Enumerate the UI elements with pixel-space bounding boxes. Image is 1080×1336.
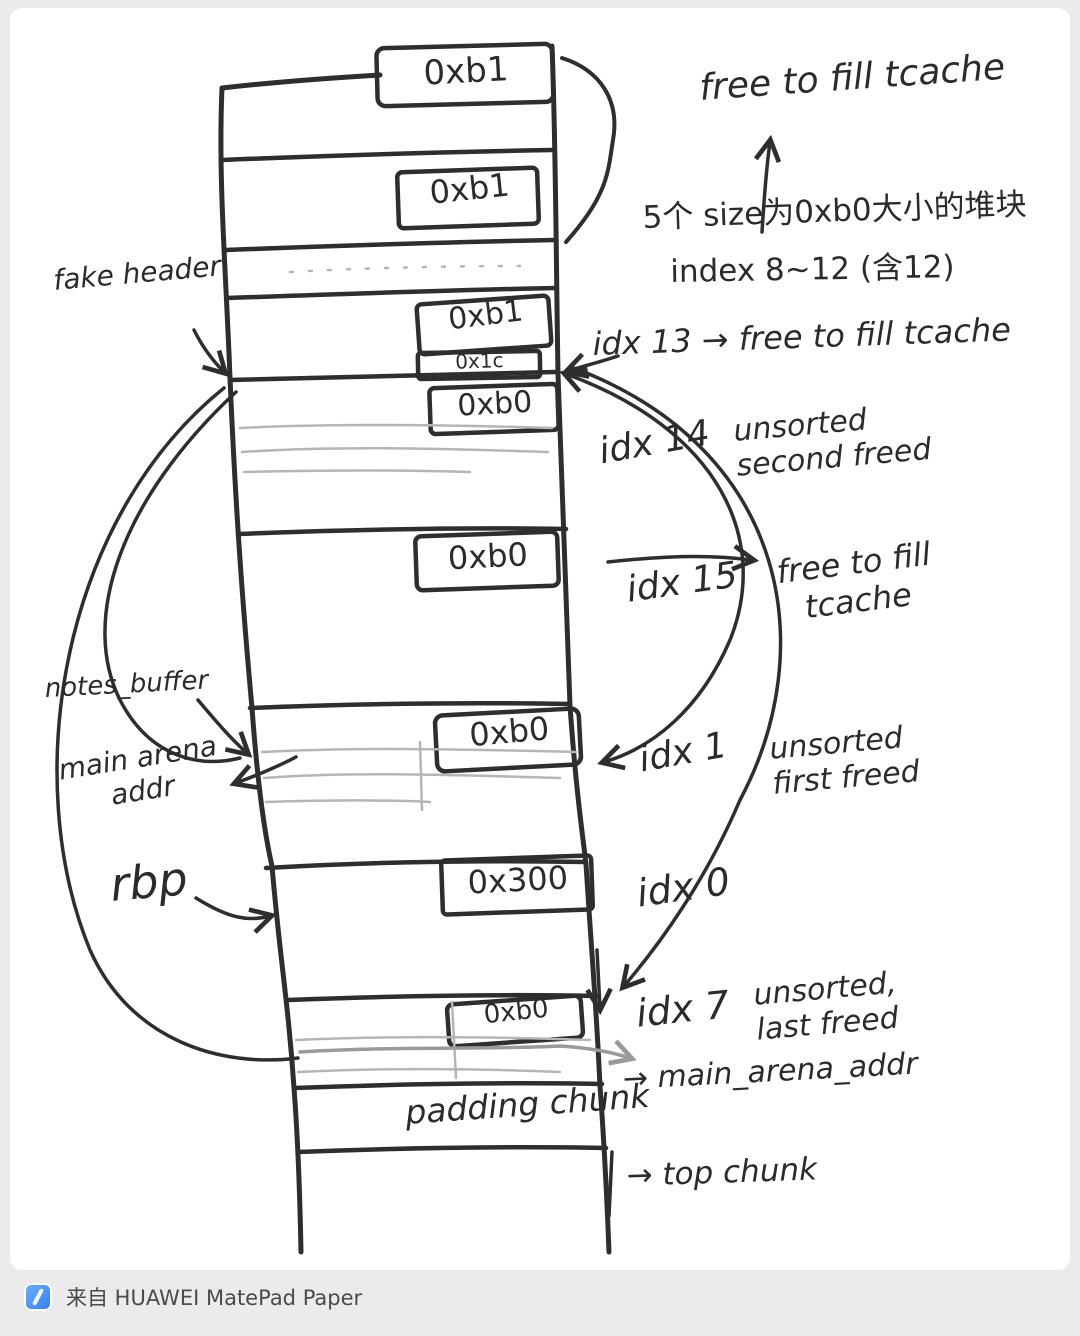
top-chunk-note: → top chunk bbox=[626, 1151, 818, 1194]
pencil-scribbles bbox=[238, 264, 592, 1080]
chunk-label-0x1c: 0x1c bbox=[454, 348, 504, 374]
idx7-status-note: unsorted, last freed bbox=[752, 965, 901, 1049]
pen-glyph bbox=[32, 1288, 44, 1306]
rbp-note: rbp bbox=[108, 851, 190, 912]
matepad-notes-app-icon bbox=[24, 1283, 52, 1311]
chunk-label-0x300: 0x300 bbox=[466, 858, 569, 902]
arrow-main-arena-left bbox=[236, 755, 298, 783]
idx1-status-note: unsorted first freed bbox=[768, 720, 922, 803]
source-label: 来自 HUAWEI MatePad Paper bbox=[66, 1286, 363, 1310]
arrow-rbp bbox=[194, 896, 270, 919]
ink-arrows bbox=[55, 142, 783, 1218]
arc-right-outer bbox=[572, 366, 783, 986]
arc-left-inner bbox=[103, 390, 242, 764]
arrow-right-edge-down bbox=[597, 948, 600, 1008]
arrow-top-chunk bbox=[607, 1150, 614, 1218]
arc-right-inner bbox=[566, 374, 745, 762]
top-brace-stroke bbox=[560, 56, 617, 244]
source-footer: 来自 HUAWEI MatePad Paper bbox=[24, 1282, 362, 1312]
arrow-fake-header bbox=[192, 328, 224, 372]
arc-left-outer bbox=[55, 386, 300, 1062]
gray-arrow-main-arena bbox=[298, 1046, 630, 1058]
chunk-label-0xb0-2: 0xb0 bbox=[446, 535, 529, 578]
arrow-notes-buffer bbox=[196, 698, 247, 753]
arrow-idx15-tcache bbox=[606, 557, 752, 563]
arrow-up-to-tcache bbox=[762, 142, 770, 234]
chunk-label-0xb0-1: 0xb0 bbox=[456, 384, 534, 424]
five-chunks-note-line2: index 8~12 (含12) bbox=[670, 249, 955, 290]
